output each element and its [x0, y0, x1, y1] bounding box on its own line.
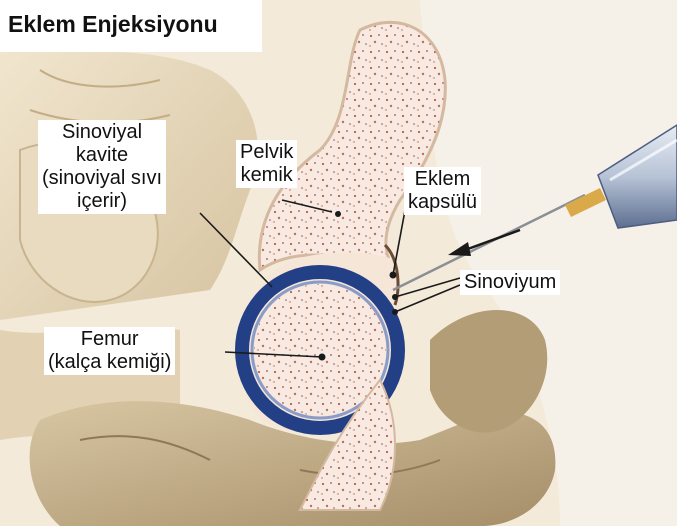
- label-pelvic-bone-line-2: kemik: [240, 164, 293, 187]
- label-joint-capsule-line-1: Eklem: [408, 168, 477, 191]
- label-femur-line-2: (kalça kemiği): [48, 351, 171, 374]
- label-pelvic-bone-line-1: Pelvik: [240, 141, 293, 164]
- label-joint-capsule-line-2: kapsülü: [408, 191, 477, 214]
- marker-joint-capsule: [390, 272, 397, 279]
- leader-synovium-1: [395, 278, 460, 297]
- leader-synovium-2: [395, 285, 460, 312]
- marker-femur: [319, 354, 326, 361]
- label-synovial-cavity-line-1: Sinoviyal: [42, 121, 162, 144]
- marker-synovium-a: [392, 294, 398, 300]
- label-femur-line-1: Femur: [48, 328, 171, 351]
- label-femur: Femur (kalça kemiği): [44, 327, 175, 375]
- label-synovial-cavity-line-3: (sinoviyal sıvı: [42, 167, 162, 190]
- label-synovium: Sinoviyum: [460, 270, 560, 295]
- label-synovial-cavity: Sinoviyal kavite (sinoviyal sıvı içerir): [38, 120, 166, 214]
- label-pelvic-bone: Pelvik kemik: [236, 140, 297, 188]
- label-synovial-cavity-line-2: kavite: [42, 144, 162, 167]
- diagram-title: Eklem Enjeksiyonu: [0, 0, 262, 52]
- marker-synovium-b: [392, 309, 398, 315]
- label-synovial-cavity-line-4: içerir): [42, 190, 162, 213]
- sacrum-background: [0, 40, 258, 440]
- label-joint-capsule: Eklem kapsülü: [404, 167, 481, 215]
- marker-pelvic-bone: [335, 211, 341, 217]
- leader-joint-capsule: [393, 205, 406, 275]
